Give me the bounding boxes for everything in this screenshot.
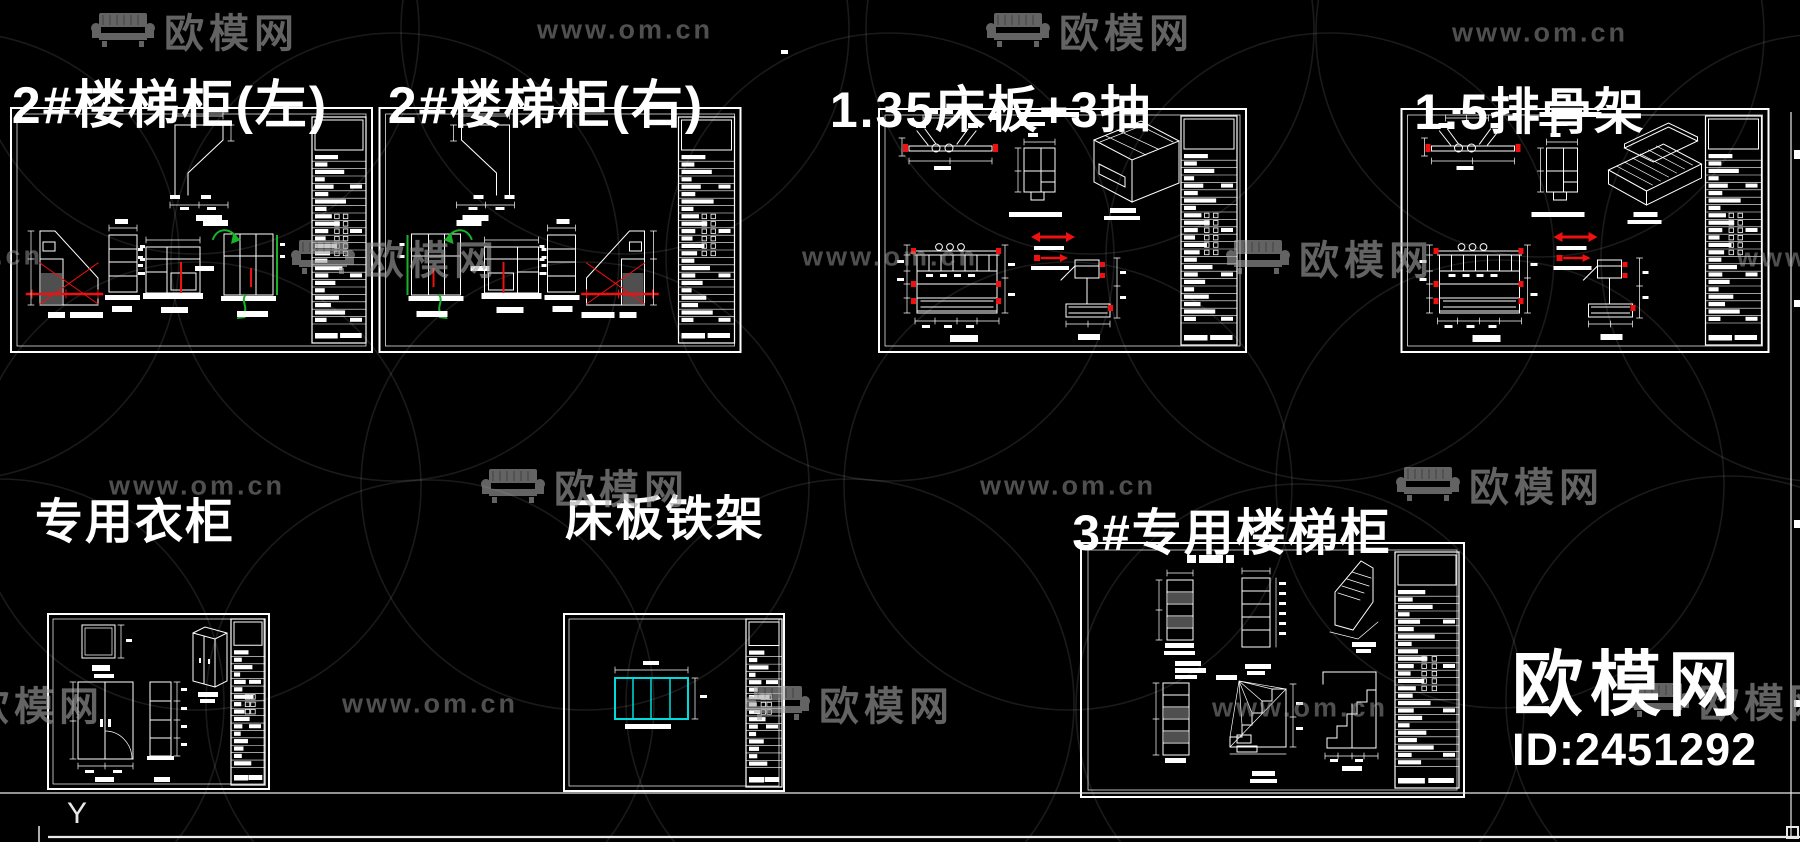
site-badge: 欧模网 ID:2451292 [1512, 650, 1757, 772]
wardrobe-drawings [69, 624, 228, 782]
title-block [1704, 115, 1763, 346]
stray-mark [781, 50, 788, 54]
wardrobe-sheet [47, 613, 270, 790]
panel-slat-frame [1400, 108, 1770, 353]
panel-title-slat-frame: 1.5排骨架 [1414, 83, 1646, 140]
title-block [311, 116, 367, 344]
sheet-corner-bracket [1786, 826, 1799, 839]
stair-cabinet-drawings [25, 112, 285, 319]
iron-bed-frame-drawing [614, 661, 707, 729]
isometric-bed-slats [1607, 122, 1703, 224]
iron-frame-sheet [563, 613, 785, 792]
stair-cabinet-right-sheet [378, 107, 742, 353]
isometric-bed-box [1092, 120, 1181, 220]
bed-board-sheet [878, 108, 1247, 353]
stair-cabinet-left-sheet [10, 107, 373, 353]
title-block [230, 618, 266, 786]
stair-cabinet-3-sheet [1080, 542, 1465, 798]
title-block [1394, 551, 1460, 789]
watermark-brand: 欧模网 [1396, 455, 1604, 513]
panel-stair-cabinet-left [10, 107, 373, 353]
watermark-url: www.om.cn [536, 14, 714, 45]
watermark-url: www.om.cn [1451, 17, 1629, 48]
watermark-url: www.om.cn [979, 470, 1157, 501]
site-brand: 欧模网 [1512, 646, 1747, 725]
model-id: ID:2451292 [1512, 724, 1758, 775]
ucs-y-axis-label: Y [66, 797, 88, 830]
watermark-brand: 欧模网 [91, 1, 299, 59]
sofa-icon [91, 13, 155, 47]
stair-cabinet-3-drawings [1152, 555, 1379, 783]
watermark-url: www.om.cn [341, 688, 519, 719]
panel-title-stair-cabinet-right: 2#楼梯柜(右) [387, 77, 705, 136]
title-block [677, 116, 736, 344]
panel-title-stair-cabinet-left: 2#楼梯柜(左) [11, 77, 329, 136]
panel-iron-bed-frame [563, 613, 785, 792]
panel-wardrobe [47, 613, 270, 790]
panel-bed-board-3-drawers [878, 108, 1247, 353]
title-block [745, 618, 783, 788]
watermark-brand: 欧模网 [986, 1, 1194, 59]
panel-stair-cabinet-3 [1080, 542, 1465, 798]
title-block [1180, 115, 1238, 346]
panel-title-wardrobe: 专用衣柜 [34, 495, 236, 549]
panel-title-stair-cabinet-3: 3#专用楼梯柜 [1072, 504, 1392, 561]
slat-frame-sheet [1400, 108, 1770, 353]
panel-title-iron-bed-frame: 床板铁架 [564, 492, 766, 546]
bed-drawings [897, 110, 1126, 342]
panel-stair-cabinet-right [378, 107, 742, 353]
panel-title-bed-board-3-drawers: 1.35床板+3抽 [829, 81, 1153, 138]
